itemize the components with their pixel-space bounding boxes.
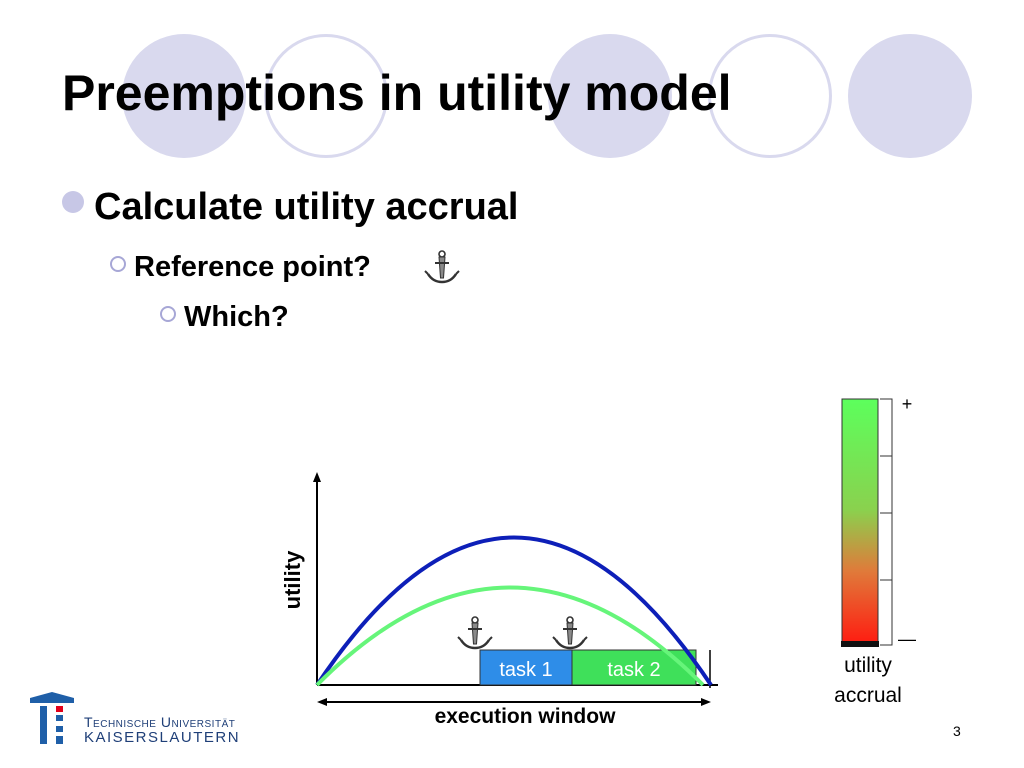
task-2-box (571, 649, 697, 686)
bullet-level-3: Which? (160, 301, 289, 334)
decor-ring (264, 34, 388, 158)
decor-circle (122, 34, 246, 158)
bullet-text: Calculate utility accrual (94, 186, 519, 228)
university-name-line-2: KAISERSLAUTERN (84, 729, 241, 746)
slide-title: Preemptions in utility model (62, 65, 732, 121)
bullet-level-2: Reference point? (110, 251, 371, 284)
gauge-label-line-2: accrual (834, 684, 902, 707)
page-number: 3 (953, 723, 961, 739)
outer-utility-curve (315, 535, 713, 687)
arrow-left-icon (317, 698, 327, 706)
x-axis-label: execution window (435, 705, 617, 728)
task-1-label: task 1 (499, 659, 552, 681)
bullet-text: Which? (184, 301, 289, 333)
hollow-bullet-icon (160, 306, 176, 322)
university-logo-icon (30, 692, 74, 744)
decor-circle (848, 34, 972, 158)
anchor-icon (456, 615, 494, 650)
utility-gauge-level (841, 641, 879, 647)
task-2-label: task 2 (607, 659, 660, 681)
bullet-level-1: Calculate utility accrual (62, 186, 519, 229)
decor-circle (548, 34, 672, 158)
gauge-label-line-1: utility (844, 654, 892, 677)
y-axis-label: utility (280, 550, 305, 609)
gauge-bracket (880, 398, 893, 646)
inner-utility-curve (315, 585, 705, 687)
decor-ring (708, 34, 832, 158)
utility-gauge-bar (841, 398, 879, 646)
anchor-icon (423, 249, 461, 284)
hollow-bullet-icon (110, 256, 126, 272)
filled-bullet-icon (62, 191, 84, 213)
gauge-plus-label: + (902, 394, 913, 414)
y-axis-arrow-icon (313, 472, 321, 482)
anchor-icon (551, 615, 589, 650)
university-name-line-1: Technische Universität (84, 714, 236, 730)
arrow-right-icon (701, 698, 711, 706)
bullet-text: Reference point? (134, 251, 371, 283)
university-name: Technische Universität KAISERSLAUTERN (84, 714, 240, 746)
gauge-minus-label: — (898, 629, 916, 649)
